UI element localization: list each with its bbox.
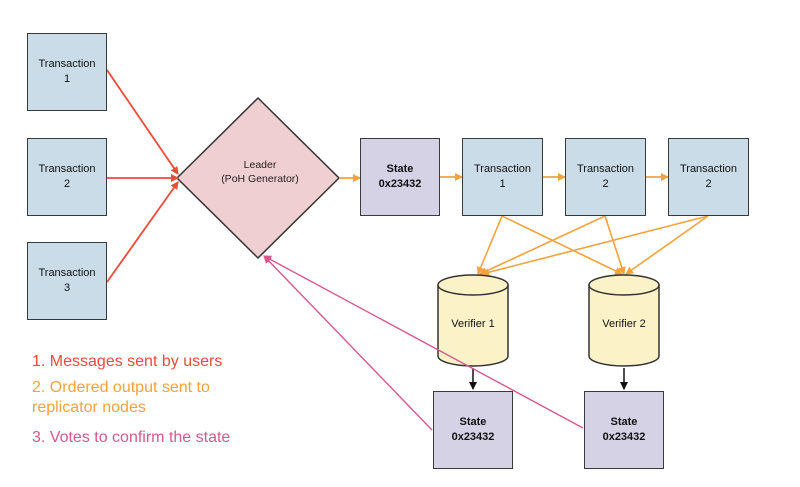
input-transaction-2: Transaction 2: [27, 138, 107, 216]
input-transaction-1: Transaction 1: [27, 33, 107, 111]
arrow-tx1-to-verifier1: [476, 215, 503, 275]
arrow-tx3-to-verifier2: [625, 215, 709, 275]
input-transaction-3: Transaction 3: [27, 242, 107, 320]
vote-arrow-state1-to-leader: [263, 255, 433, 431]
arrow-tx1-to-leader: [106, 69, 179, 175]
verifier-1-cylinder: [437, 274, 509, 367]
verifier-1-label: Verifier 1: [451, 318, 495, 330]
legend-votes: 3. Votes to confirm the state: [32, 429, 231, 446]
verifier-1-state: State 0x23432: [433, 391, 513, 469]
legend-messages: 1. Messages sent by users: [32, 353, 223, 370]
arrow-tx3-to-verifier1: [481, 215, 709, 277]
arrow-tx2-to-verifier1: [479, 215, 606, 275]
arrow-tx1-to-verifier2: [501, 215, 623, 275]
chain-transaction-1: Transaction 1: [462, 138, 543, 216]
leader-label: Leader (PoH Generator): [221, 159, 299, 185]
chain-state: State 0x23432: [360, 138, 440, 216]
arrow-tx3-to-leader: [106, 181, 179, 283]
vote-arrow-state2-to-leader: [263, 255, 584, 429]
arrow-tx2-to-verifier2: [604, 215, 626, 275]
legend-ordered-output: 2. Ordered output sent to replicator nod…: [32, 379, 210, 416]
leader-diamond: [175, 96, 341, 260]
verifier-2-label: Verifier 2: [602, 318, 646, 330]
verifier-2-cylinder: [588, 274, 660, 367]
verifier-2-state: State 0x23432: [584, 391, 664, 469]
chain-transaction-2: Transaction 2: [565, 138, 646, 216]
chain-transaction-3: Transaction 2: [668, 138, 749, 216]
